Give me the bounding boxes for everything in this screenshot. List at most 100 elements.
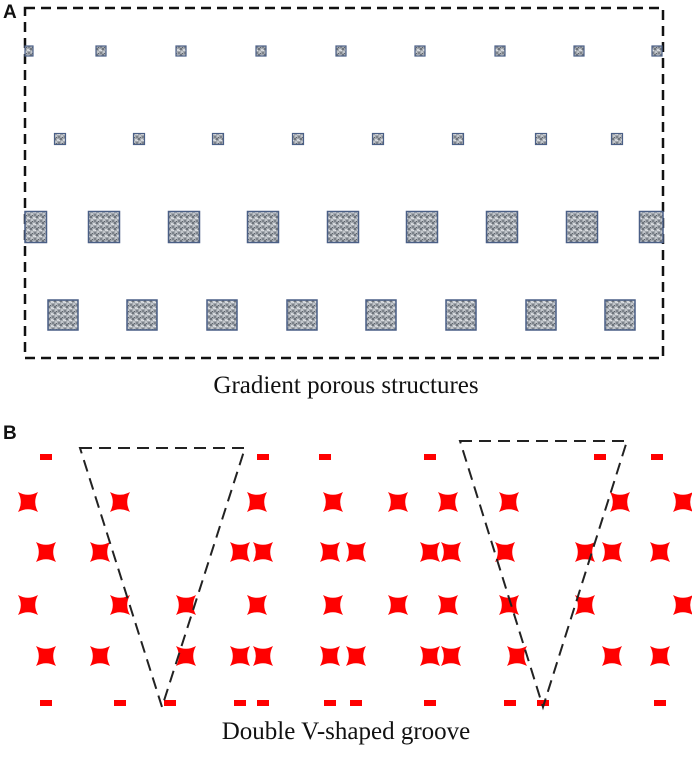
pore-r3-c8: [565, 210, 599, 244]
pore-r3-c2: [87, 210, 121, 244]
lattice-mark: [388, 492, 408, 512]
pore-r4-c4: [286, 299, 318, 331]
pore-r1-c6: [414, 45, 426, 57]
pore-r4-c2: [126, 299, 158, 331]
lattice-mark: [320, 542, 340, 562]
pore-r2-c3: [211, 132, 225, 146]
lattice-mark: [320, 646, 340, 666]
panel-b-caption: Double V-shaped groove: [221, 718, 471, 745]
pore-r3-c3: [167, 210, 201, 244]
lattice-mark: [247, 595, 267, 615]
lattice-mark: [499, 492, 519, 512]
lattice-mark: [110, 595, 130, 615]
lattice-mark: [18, 595, 38, 615]
lattice-mark: [424, 700, 436, 706]
pore-r4-c3: [206, 299, 238, 331]
lattice-mark: [324, 700, 336, 706]
lattice-mark: [323, 492, 343, 512]
lattice-mark: [247, 492, 267, 512]
lattice-mark: [176, 595, 196, 615]
lattice-mark: [438, 595, 458, 615]
lattice-mark: [602, 646, 622, 666]
lattice-mark: [495, 542, 515, 562]
pore-r3-c9: [638, 210, 664, 244]
lattice-mark: [253, 542, 273, 562]
lattice-mark: [40, 700, 52, 706]
panel-b-letter: B: [3, 423, 17, 444]
lattice-mark: [40, 454, 52, 460]
lattice-mark: [441, 542, 461, 562]
lattice-mark: [230, 646, 250, 666]
panel-a-letter: A: [3, 2, 17, 23]
pore-r3-c7: [485, 210, 519, 244]
lattice-mark: [257, 454, 269, 460]
pore-r4-c1: [47, 299, 79, 331]
lattice-mark: [319, 454, 331, 460]
lattice-mark: [651, 454, 663, 460]
lattice-mark: [441, 646, 461, 666]
lattice-mark: [18, 492, 38, 512]
porous-structure-grid: [24, 45, 664, 331]
pore-r1-c7: [494, 45, 506, 57]
pore-r2-c5: [371, 132, 385, 146]
pore-r2-c6: [451, 132, 465, 146]
lattice-mark: [575, 595, 595, 615]
lattice-mark: [650, 646, 670, 666]
lattice-mark: [424, 454, 436, 460]
pore-r1-c8: [573, 45, 585, 57]
v-groove-left: [78, 447, 247, 711]
lattice-mark: [253, 646, 273, 666]
lattice-mark: [594, 454, 606, 460]
pore-r2-c1: [53, 132, 67, 146]
pore-r1-c3: [175, 45, 187, 57]
lattice-mark: [420, 542, 440, 562]
panel-a-caption: Gradient porous structures: [213, 372, 479, 399]
pore-r3-c6: [405, 210, 439, 244]
pore-r1-c5: [335, 45, 347, 57]
lattice-mark: [114, 700, 126, 706]
red-lattice-pattern: [18, 454, 692, 706]
lattice-mark: [350, 700, 362, 706]
lattice-mark: [602, 542, 622, 562]
pore-r1-c9: [651, 45, 663, 57]
lattice-mark: [176, 646, 196, 666]
pore-r4-c7: [525, 299, 557, 331]
lattice-mark: [438, 492, 458, 512]
lattice-mark: [610, 492, 630, 512]
pore-r2-c8: [610, 132, 624, 146]
pore-r4-c5: [365, 299, 397, 331]
lattice-mark: [346, 646, 366, 666]
v-groove-right: [458, 440, 629, 711]
lattice-mark: [420, 646, 440, 666]
lattice-mark: [36, 646, 56, 666]
lattice-mark: [654, 700, 666, 706]
pore-r3-c1: [24, 210, 48, 244]
lattice-mark: [110, 492, 130, 512]
lattice-mark: [388, 595, 408, 615]
pore-r2-c4: [291, 132, 305, 146]
lattice-mark: [164, 700, 176, 706]
lattice-mark: [507, 646, 527, 666]
pore-r1-c1: [24, 45, 34, 57]
pore-r3-c5: [326, 210, 360, 244]
lattice-mark: [36, 542, 56, 562]
lattice-mark: [323, 595, 343, 615]
lattice-mark: [504, 700, 516, 706]
lattice-mark: [257, 700, 269, 706]
lattice-mark: [90, 646, 110, 666]
pore-r2-c7: [534, 132, 548, 146]
pore-r1-c4: [255, 45, 267, 57]
pore-r1-c2: [95, 45, 107, 57]
lattice-mark: [346, 542, 366, 562]
pore-r3-c4: [246, 210, 280, 244]
lattice-mark: [673, 492, 692, 512]
lattice-mark: [673, 595, 692, 615]
pore-r4-c8: [604, 299, 636, 331]
lattice-mark: [537, 700, 549, 706]
porous-region-frame: [23, 6, 665, 360]
pore-r2-c2: [132, 132, 146, 146]
lattice-mark: [650, 542, 670, 562]
lattice-mark: [90, 542, 110, 562]
pore-r4-c6: [445, 299, 477, 331]
